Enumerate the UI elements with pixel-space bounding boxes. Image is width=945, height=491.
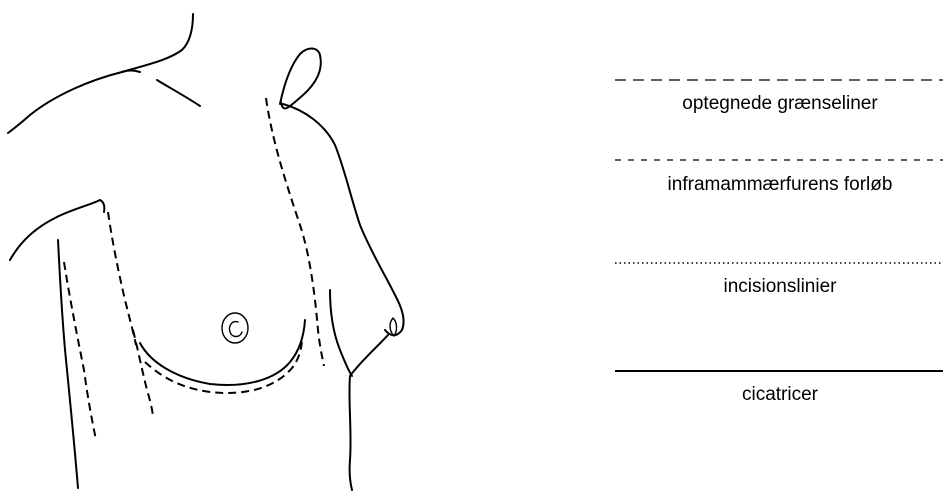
legend-item-boundary: optegnede grænseliner xyxy=(615,80,943,114)
torso-outline xyxy=(8,14,404,490)
shoulder-line xyxy=(8,72,122,133)
boundary-line-right xyxy=(266,98,324,366)
boundary-line-lower xyxy=(133,330,153,416)
trunk-lower-right xyxy=(349,335,388,490)
left-arm-hook xyxy=(100,200,104,212)
boundary-line-left xyxy=(64,262,96,440)
back-contour xyxy=(283,104,404,335)
nipple-icon xyxy=(222,313,248,343)
left-torso-line xyxy=(58,240,78,488)
breast-lateral-curve xyxy=(330,290,352,376)
shoulder-cap-line xyxy=(122,71,140,73)
legend-label-incision: incisionslinier xyxy=(724,276,838,297)
lateral-nipple-icon xyxy=(390,318,397,336)
neck-line xyxy=(122,14,193,72)
legend-item-scar: cicatricer xyxy=(615,371,943,405)
boundary-line-middle xyxy=(108,212,136,345)
legend-label-scar: cicatricer xyxy=(742,384,819,405)
legend-item-fold: inframammærfurens forløb xyxy=(615,160,943,195)
clavicle-line xyxy=(157,80,200,106)
legend-item-incision: incisionslinier xyxy=(615,263,943,297)
legend: optegnede grænseliner inframammærfurens … xyxy=(615,80,943,405)
legend-label-boundary: optegnede grænseliner xyxy=(682,93,878,114)
legend-label-fold: inframammærfurens forløb xyxy=(668,174,893,195)
arm-outline xyxy=(280,48,321,108)
left-arm-front xyxy=(10,200,100,260)
